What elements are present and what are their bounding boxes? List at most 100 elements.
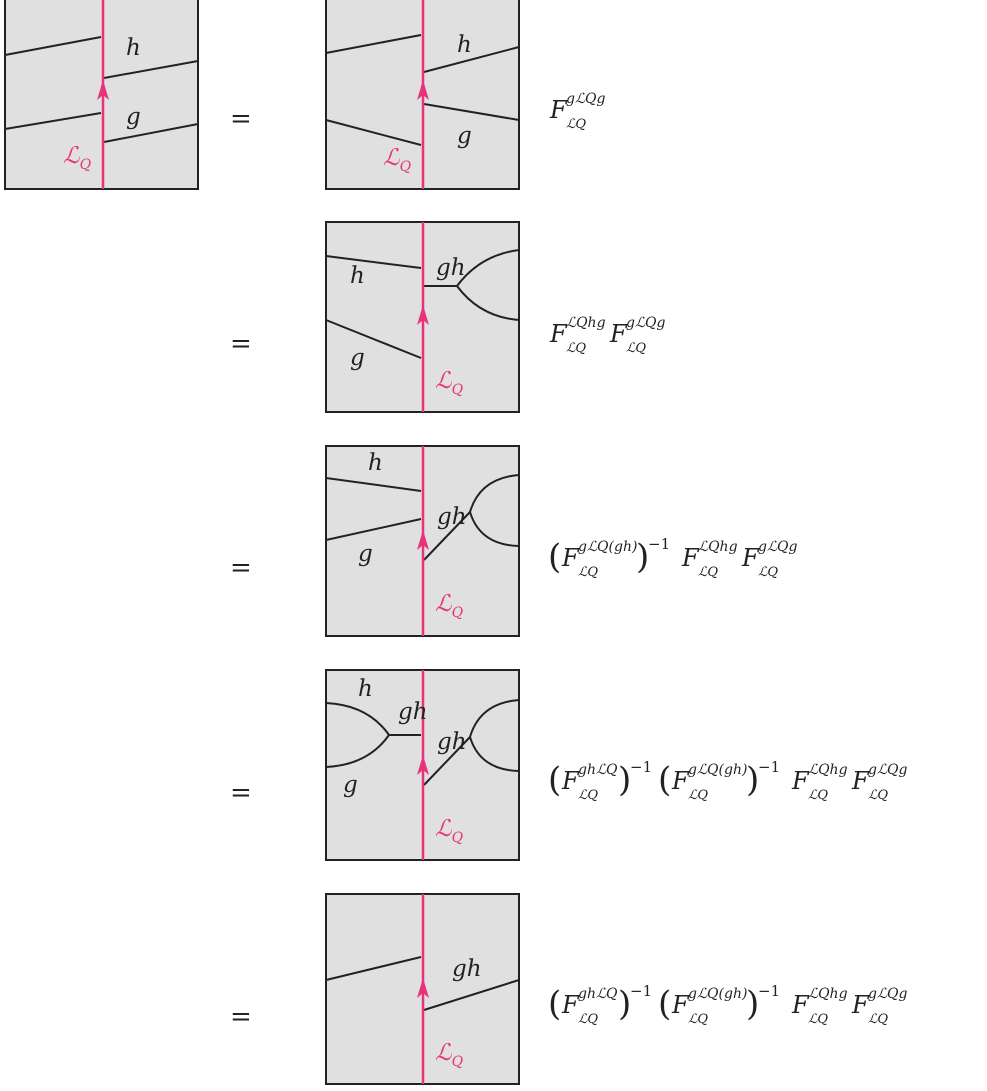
coefficient-row2: F ℒQhg ℒQ F gℒQg ℒQ: [549, 315, 666, 356]
label-gh: gh: [436, 255, 466, 281]
equals-sign-1: =: [230, 104, 252, 134]
equals-sign-5: =: [230, 1002, 252, 1032]
line-g: [325, 319, 422, 359]
label-defect: ℒQ: [435, 1040, 464, 1070]
coef-rparen: ): [618, 984, 631, 1024]
coef-sub: ℒQ: [688, 1012, 708, 1027]
coef-F: F: [671, 767, 690, 795]
coef-inverse: −1: [630, 758, 652, 776]
line-h-left: [4, 36, 102, 56]
coef-sub: ℒQ: [688, 788, 708, 803]
label-gh: gh: [437, 504, 467, 530]
label-defect: ℒQ: [435, 591, 464, 621]
defect-arrow-icon: [417, 978, 429, 998]
label-h: h: [350, 263, 365, 289]
line-g-left: [4, 112, 102, 130]
coef-sub: ℒQ: [626, 341, 646, 356]
coef-F: F: [549, 320, 568, 348]
label-h: h: [457, 32, 472, 58]
label-h: h: [126, 35, 141, 61]
coef-F: F: [671, 991, 690, 1019]
coef-sup: gℒQ(gh): [688, 986, 747, 1002]
coef-F: F: [609, 320, 628, 348]
coef-sub: ℒQ: [578, 565, 598, 580]
coef-sub: ℒQ: [868, 1012, 888, 1027]
coef-sup: gℒQg: [626, 315, 666, 331]
coef-sub: ℒQ: [808, 1012, 828, 1027]
row1-left-panel: h g ℒQ: [4, 0, 199, 190]
coef-F: F: [561, 767, 580, 795]
coef-sup: gℒQg: [868, 762, 908, 778]
coef-F: F: [681, 544, 700, 572]
coef-inverse: −1: [630, 982, 652, 1000]
coef-sub: ℒQ: [808, 788, 828, 803]
coef-rparen: ): [746, 760, 759, 800]
coef-lparen: (: [658, 760, 671, 800]
coef-sub: ℒQ: [578, 1012, 598, 1027]
defect-arrow-icon: [417, 755, 429, 775]
line-gh: [423, 979, 520, 1011]
coef-inverse: −1: [648, 535, 670, 553]
coef-sub: ℒQ: [698, 565, 718, 580]
coef-F: F: [791, 991, 810, 1019]
coef-F: F: [561, 544, 580, 572]
coef-sup: gℒQ(gh): [688, 762, 747, 778]
coef-inverse: −1: [758, 758, 780, 776]
defect-arrow-icon: [417, 305, 429, 325]
coef-rparen: ): [636, 537, 649, 577]
coef-sup: gℒQg: [868, 986, 908, 1002]
coefficient-row5: ( F ghℒQ ℒQ ) −1 ( F gℒQ(gh) ℒQ ) −1 F ℒ…: [548, 982, 908, 1027]
coef-sup: ℒQhg: [808, 986, 848, 1002]
row5-panel: gh ℒQ: [325, 893, 520, 1085]
coef-sup: ℒQhg: [808, 762, 848, 778]
coef-inverse: −1: [758, 982, 780, 1000]
junction-curve-right: [468, 699, 520, 772]
coef-sup: ℒQhg: [566, 315, 606, 331]
line-gh-right: [423, 736, 471, 786]
label-defect: ℒQ: [63, 143, 92, 173]
line-h-right: [103, 60, 199, 79]
coef-sub: ℒQ: [868, 788, 888, 803]
label-gh: gh: [452, 956, 482, 982]
coef-sub: ℒQ: [758, 565, 778, 580]
coef-sup: gℒQg: [758, 539, 798, 555]
line-h-right: [423, 46, 520, 73]
label-g: g: [126, 104, 141, 130]
coef-sup: gℒQ(gh): [578, 539, 637, 555]
line-left: [325, 956, 422, 981]
coefficient-row3: ( F gℒQ(gh) ℒQ ) −1 F ℒQhg ℒQ F gℒQg ℒQ: [548, 535, 798, 580]
label-defect: ℒQ: [435, 816, 464, 846]
equals-sign-2: =: [230, 329, 252, 359]
coef-F: F: [851, 767, 870, 795]
label-h: h: [358, 676, 373, 702]
row1-right-panel: h g ℒQ: [325, 0, 520, 190]
label-g: g: [343, 772, 358, 798]
coef-F: F: [549, 96, 568, 124]
coef-lparen: (: [548, 984, 561, 1024]
defect-arrow-icon: [417, 530, 429, 550]
coef-sup: ghℒQ: [578, 986, 618, 1002]
junction-curve: [455, 249, 520, 321]
coefficient-row1: F gℒQg ℒQ: [549, 91, 606, 132]
row2-panel: h g gh ℒQ: [325, 221, 520, 413]
line-h-left: [325, 34, 422, 54]
coef-sub: ℒQ: [566, 341, 586, 356]
line-gh: [423, 511, 471, 561]
coef-rparen: ): [746, 984, 759, 1024]
coef-sub: ℒQ: [578, 788, 598, 803]
line-g-left: [325, 119, 422, 146]
label-h: h: [368, 450, 383, 476]
label-g: g: [350, 345, 365, 371]
coef-lparen: (: [548, 760, 561, 800]
coef-F: F: [791, 767, 810, 795]
row3-panel: h g gh ℒQ: [325, 445, 520, 637]
defect-arrow-icon: [417, 80, 429, 100]
coef-F: F: [741, 544, 760, 572]
coef-sub: ℒQ: [566, 117, 586, 132]
coef-lparen: (: [548, 537, 561, 577]
equals-sign-4: =: [230, 778, 252, 808]
line-h: [325, 477, 422, 492]
label-gh-right: gh: [437, 729, 467, 755]
